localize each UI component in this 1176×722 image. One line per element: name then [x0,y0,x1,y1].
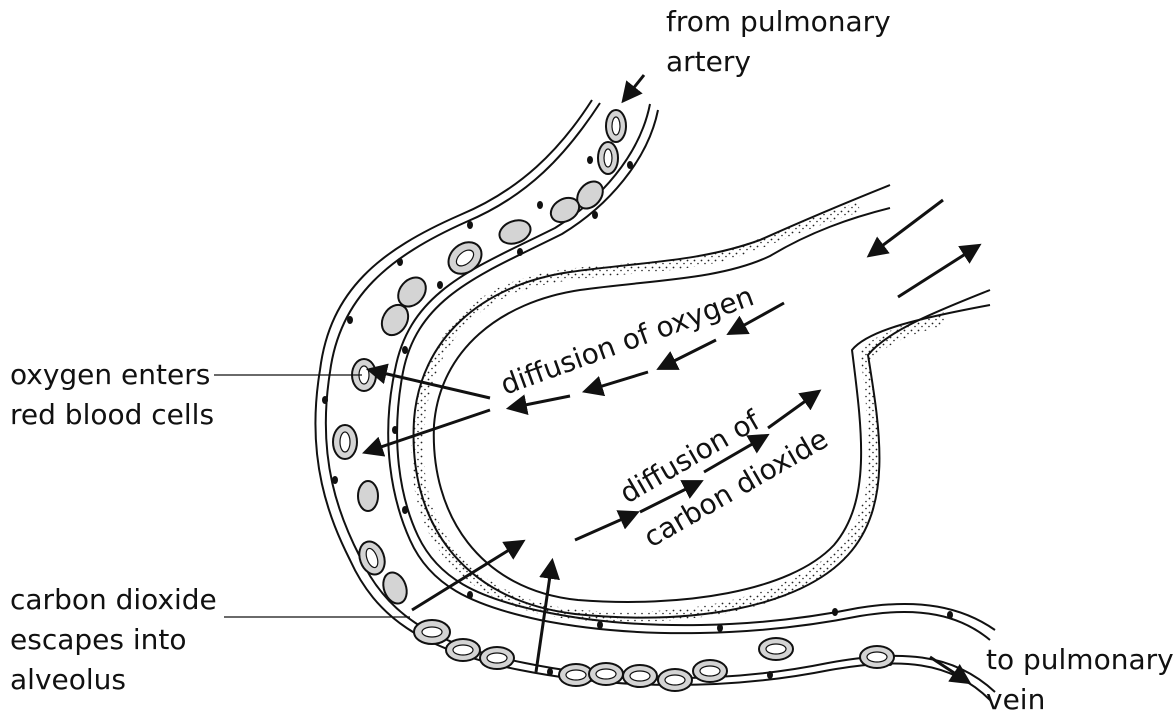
oxygen-enters-line-1: oxygen enters [10,355,214,395]
alveolus-membrane-inner [434,208,990,602]
from-pulmonary-artery-label: from pulmonary artery [666,2,891,82]
alveolus-lining [412,202,945,622]
co2-escapes-line-2: escapes into [10,620,217,660]
from-artery-line-1: from pulmonary [666,2,891,42]
diffusion-oxygen-label: diffusion of oxygen [496,279,758,401]
co2-escapes-line-1: carbon dioxide [10,580,217,620]
alveolus-membrane-outer [414,185,990,618]
artery-arrow [624,75,644,100]
from-artery-line-2: artery [666,42,891,82]
airway-arrow-in [870,200,943,255]
to-vein-line-1: to pulmonary [986,640,1174,680]
co2-escapes-line-3: alveolus [10,660,217,700]
airway-arrow-out [898,246,978,297]
to-pulmonary-vein-label: to pulmonary vein [986,640,1174,720]
to-vein-line-2: vein [986,680,1174,720]
oxygen-enters-line-2: red blood cells [10,395,214,435]
capillary-wall-inner [388,104,995,640]
oxygen-enters-label: oxygen enters red blood cells [10,355,214,435]
co2-escapes-label: carbon dioxide escapes into alveolus [10,580,217,700]
